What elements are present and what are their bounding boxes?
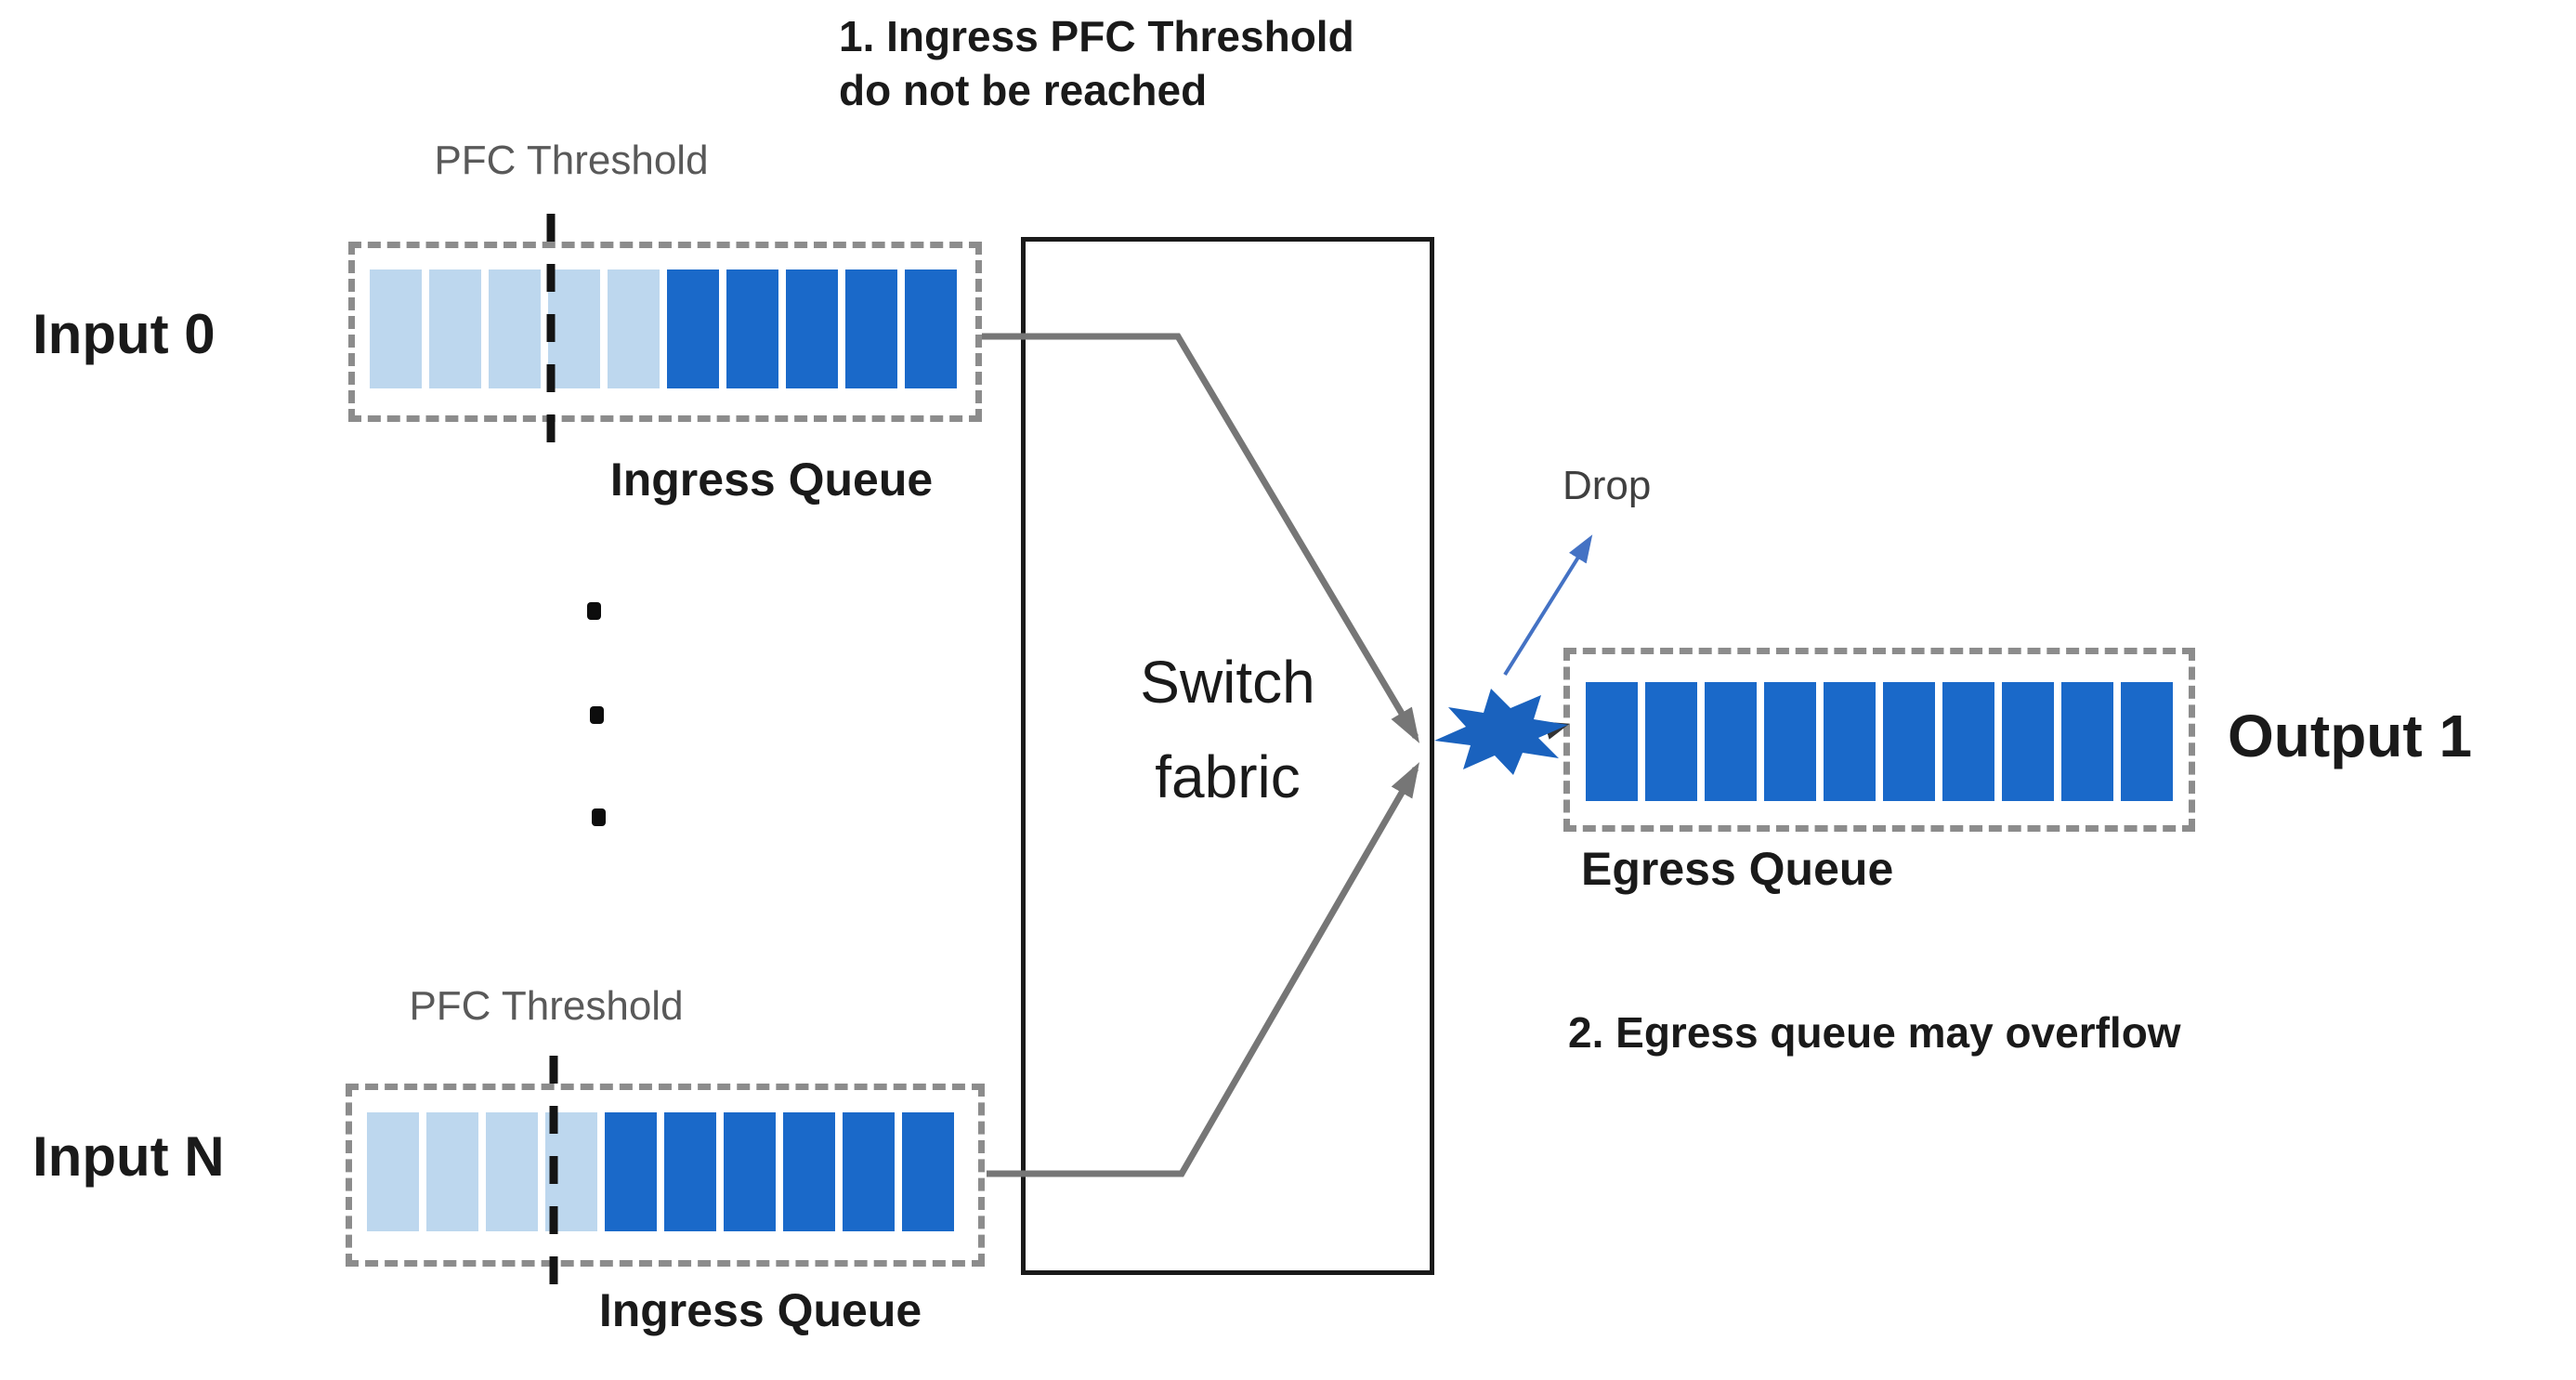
switch-fabric-label-line1: Switch (1140, 649, 1315, 716)
queue-cell-dark (1586, 682, 1638, 801)
switch-fabric-label-line2: fabric (1155, 743, 1301, 810)
queue-cell-dark (786, 269, 838, 388)
drop-label: Drop (1563, 463, 1652, 508)
egress-queue-cells (1586, 682, 2173, 801)
ingress-queue-box-inputN (346, 1084, 985, 1267)
egress-queue-label: Egress Queue (1581, 843, 1894, 895)
ingress-queue-box-input0 (348, 242, 982, 422)
queue-cell-dark (1645, 682, 1697, 801)
ingress-queue-cells-input0 (370, 269, 957, 388)
queue-cell-light (548, 269, 600, 388)
ellipsis-dot (587, 602, 601, 620)
collision-burst-icon (1434, 689, 1568, 775)
inputN-label: Input N (33, 1125, 225, 1188)
queue-cell-dark (845, 269, 897, 388)
annotation-ingress-threshold: 1. Ingress PFC Threshold do not be reach… (839, 9, 1354, 117)
queue-cell-dark (1824, 682, 1876, 801)
output1-label: Output 1 (2228, 703, 2473, 769)
annotation-ingress-threshold-line1: 1. Ingress PFC Threshold (839, 12, 1354, 60)
queue-cell-dark (1883, 682, 1935, 801)
annotation-egress-overflow: 2. Egress queue may overflow (1568, 1008, 2181, 1057)
queue-cell-dark (1705, 682, 1757, 801)
queue-cell-light (545, 1112, 597, 1231)
ellipsis-dot (590, 706, 604, 724)
queue-cell-light (608, 269, 660, 388)
queue-cell-dark (2061, 682, 2113, 801)
queue-cell-light (367, 1112, 419, 1231)
connector-burst-to-egress (1534, 721, 1570, 740)
queue-cell-light (489, 269, 541, 388)
queue-cell-dark (905, 269, 957, 388)
queue-cell-light (429, 269, 481, 388)
queue-cell-dark (605, 1112, 657, 1231)
pfc-threshold-label-inputN: PFC Threshold (409, 983, 684, 1029)
ingress-queue-cells-inputN (367, 1112, 954, 1231)
queue-cell-dark (667, 269, 719, 388)
queue-cell-dark (2002, 682, 2054, 801)
queue-cell-dark (783, 1112, 835, 1231)
queue-cell-dark (1764, 682, 1816, 801)
queue-cell-dark (664, 1112, 716, 1231)
queue-cell-dark (843, 1112, 895, 1231)
egress-queue-box (1563, 648, 2195, 832)
ingress-queue-label-inputN: Ingress Queue (598, 1284, 922, 1336)
queue-cell-light (370, 269, 422, 388)
queue-cell-dark (902, 1112, 954, 1231)
queue-cell-light (426, 1112, 478, 1231)
queue-cell-dark (1942, 682, 1994, 801)
ingress-queue-label-input0: Ingress Queue (609, 453, 934, 506)
queue-cell-light (486, 1112, 538, 1231)
queue-cell-dark (2121, 682, 2173, 801)
queue-cell-dark (724, 1112, 776, 1231)
pfc-threshold-label-input0: PFC Threshold (434, 138, 709, 183)
ellipsis-dot (592, 808, 606, 826)
annotation-ingress-threshold-line2: do not be reached (839, 66, 1208, 114)
switch-fabric-box (1021, 237, 1434, 1275)
input0-label: Input 0 (33, 303, 216, 365)
queue-cell-dark (726, 269, 778, 388)
